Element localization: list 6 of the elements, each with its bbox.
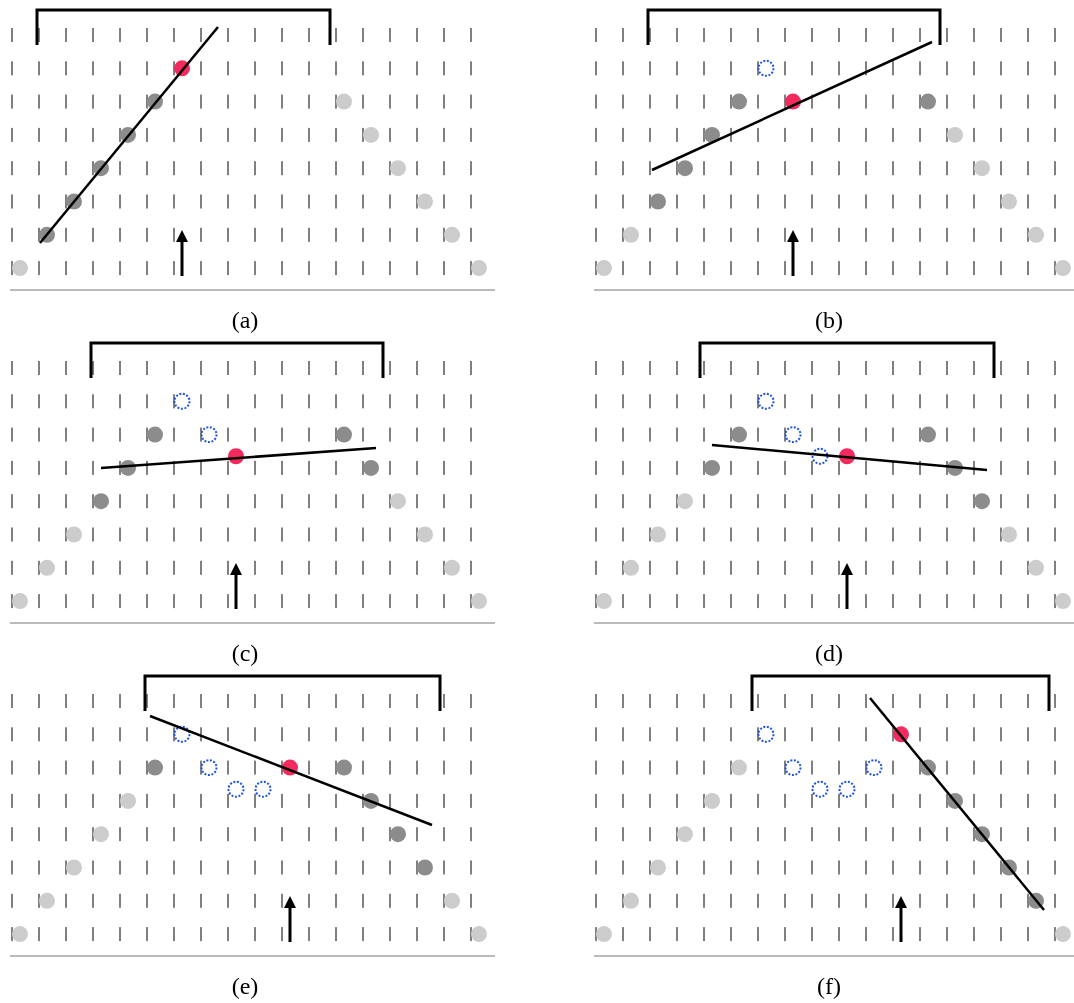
panel-caption: (d): [815, 641, 843, 665]
panel-caption: (a): [231, 308, 259, 332]
panel-caption: (f): [817, 974, 841, 998]
panel-caption: (c): [231, 641, 259, 665]
panel-caption: (b): [815, 308, 843, 332]
panel-caption: (e): [231, 974, 259, 998]
